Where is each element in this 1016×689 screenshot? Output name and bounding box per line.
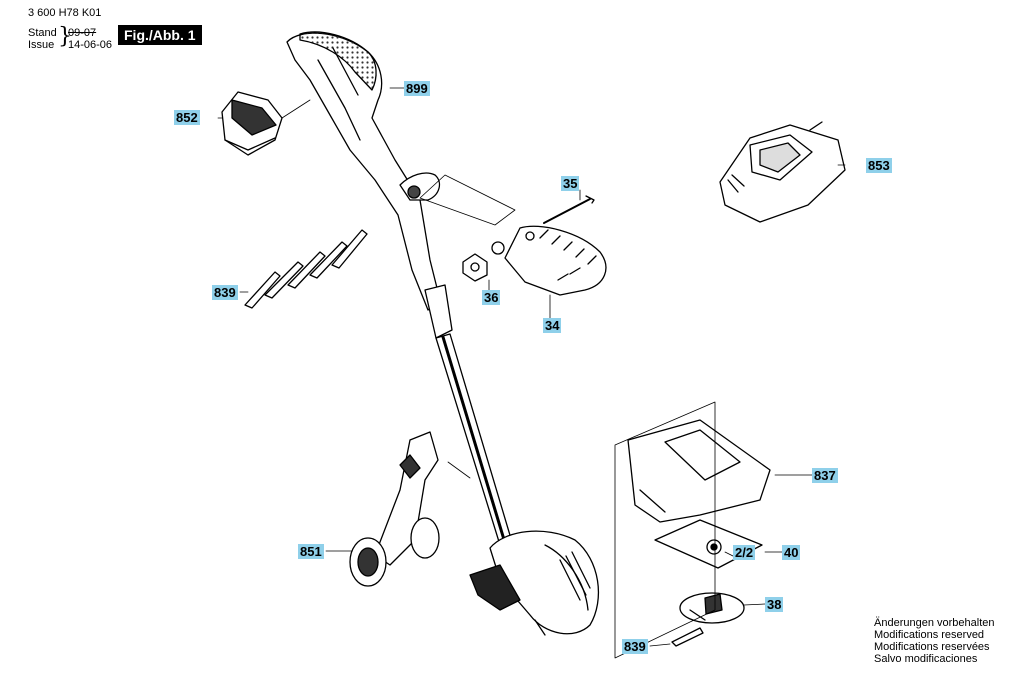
notice-line-de: Änderungen vorbehalten [874, 617, 995, 629]
battery-part [221, 91, 283, 156]
shaft-part [435, 333, 513, 546]
part-label-839-single: 839 [622, 639, 648, 654]
blade-disk-part [679, 592, 745, 624]
guide-lines [217, 87, 846, 659]
spare-blades-part [244, 229, 368, 309]
part-label-851: 851 [298, 544, 324, 559]
part-label-35: 35 [561, 176, 580, 191]
notice-line-es: Salvo modificaciones [874, 653, 978, 665]
part-label-40: 40 [782, 545, 801, 560]
stand-label: Stand [28, 27, 57, 39]
charger-part [719, 121, 846, 223]
notice-line-fr: Modifications reservées [874, 641, 990, 653]
modifications-notice: Änderungen vorbehalten Modifications res… [874, 617, 994, 665]
document-number: 3 600 H78 K01 [28, 7, 102, 19]
single-blade-part [671, 627, 704, 647]
part-label-36: 36 [482, 290, 501, 305]
part-label-2-2: 2/2 [733, 545, 756, 560]
part-label-899: 899 [404, 81, 430, 96]
brace-icon: } [58, 24, 72, 49]
motor-housing-part [469, 530, 600, 636]
figure-badge: Fig./Abb. 1 [118, 25, 202, 45]
old-date: 09-07 [68, 27, 97, 39]
bolt-part [543, 195, 595, 224]
part-label-837: 837 [812, 468, 838, 483]
upper-handle-part [286, 31, 453, 339]
wheel-assembly-part [349, 431, 440, 587]
part-label-852: 852 [174, 110, 200, 125]
notice-line-en: Modifications reserved [874, 629, 985, 641]
nut-part [462, 253, 488, 282]
spring-part [654, 519, 763, 569]
blade-cover-part [627, 419, 771, 523]
part-label-839-spare: 839 [212, 285, 238, 300]
part-label-853: 853 [866, 158, 892, 173]
screw-part [706, 539, 722, 555]
auxiliary-handle-part [491, 225, 607, 296]
part-label-34: 34 [543, 318, 562, 333]
issue-label: Issue [28, 39, 55, 51]
new-date: 14-06-06 [68, 39, 113, 51]
part-label-38: 38 [765, 597, 784, 612]
